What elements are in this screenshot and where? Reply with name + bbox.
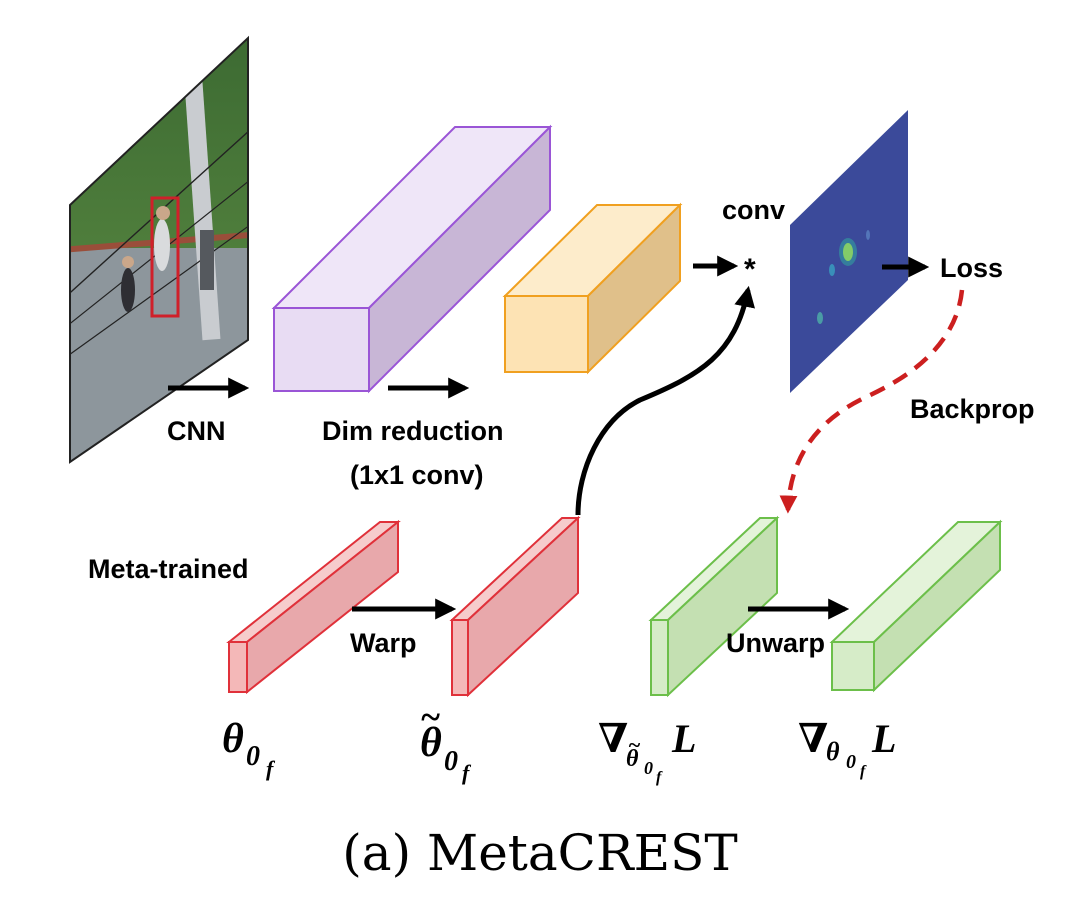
meta-trained-label: Meta-trained (88, 554, 249, 584)
backprop-label: Backprop (910, 394, 1035, 424)
gradient-filter-block (829, 519, 1003, 693)
dim-reduction-sublabel: (1x1 conv) (350, 460, 484, 490)
feature-map-block (271, 124, 553, 394)
filter-to-conv-arrow-icon (575, 285, 755, 516)
warped-filter-block (449, 515, 581, 698)
grad-sub-f: f (860, 763, 867, 780)
response-heatmap-icon (790, 110, 908, 393)
grad-warped-nabla: ∇ (598, 716, 628, 761)
grad-sub-zero: 0 (846, 751, 856, 773)
theta-sub-zero: 0 (246, 741, 260, 772)
unwarp-label: Unwarp (726, 628, 825, 658)
cnn-label: CNN (167, 416, 226, 446)
grad-warped-tilde: ~ (628, 732, 641, 757)
conv-label: conv (722, 195, 785, 225)
warped-theta-sub-f: f (462, 760, 472, 785)
warped-theta-symbol: θ (420, 720, 442, 766)
theta-label: θ 0 f (222, 716, 276, 781)
warp-label: Warp (350, 628, 417, 658)
warped-gradient-block (648, 515, 780, 698)
grad-warped-theta: θ (626, 746, 639, 772)
warped-theta-sub-zero: 0 (444, 746, 458, 777)
tilde-mark: ~ (420, 697, 441, 737)
theta-symbol: θ (222, 716, 244, 762)
input-frame-icon (69, 35, 249, 464)
grad-warped-label: ∇ ~ θ 0 f L (598, 716, 696, 786)
reduced-feature-block (502, 202, 683, 375)
dim-reduction-label: Dim reduction (322, 416, 504, 446)
grad-theta: θ (826, 737, 840, 766)
conv-operator: * (744, 253, 756, 286)
grad-theta-label: ∇ θ 0 f L (798, 716, 896, 780)
grad-warped-sub-zero: 0 (644, 758, 653, 778)
grad-loss: L (871, 716, 896, 761)
grad-nabla: ∇ (798, 716, 828, 761)
target-bbox (150, 196, 180, 318)
figure-caption: (a) MetaCREST (342, 824, 737, 882)
grad-warped-loss: L (671, 716, 696, 761)
grad-warped-sub-f: f (656, 769, 663, 786)
warped-theta-label: ~ θ 0 f (420, 697, 472, 785)
loss-label: Loss (940, 253, 1003, 283)
backprop-arrow-icon (779, 289, 965, 514)
theta-sub-f: f (266, 756, 276, 781)
meta-trained-filter-block (226, 519, 401, 695)
